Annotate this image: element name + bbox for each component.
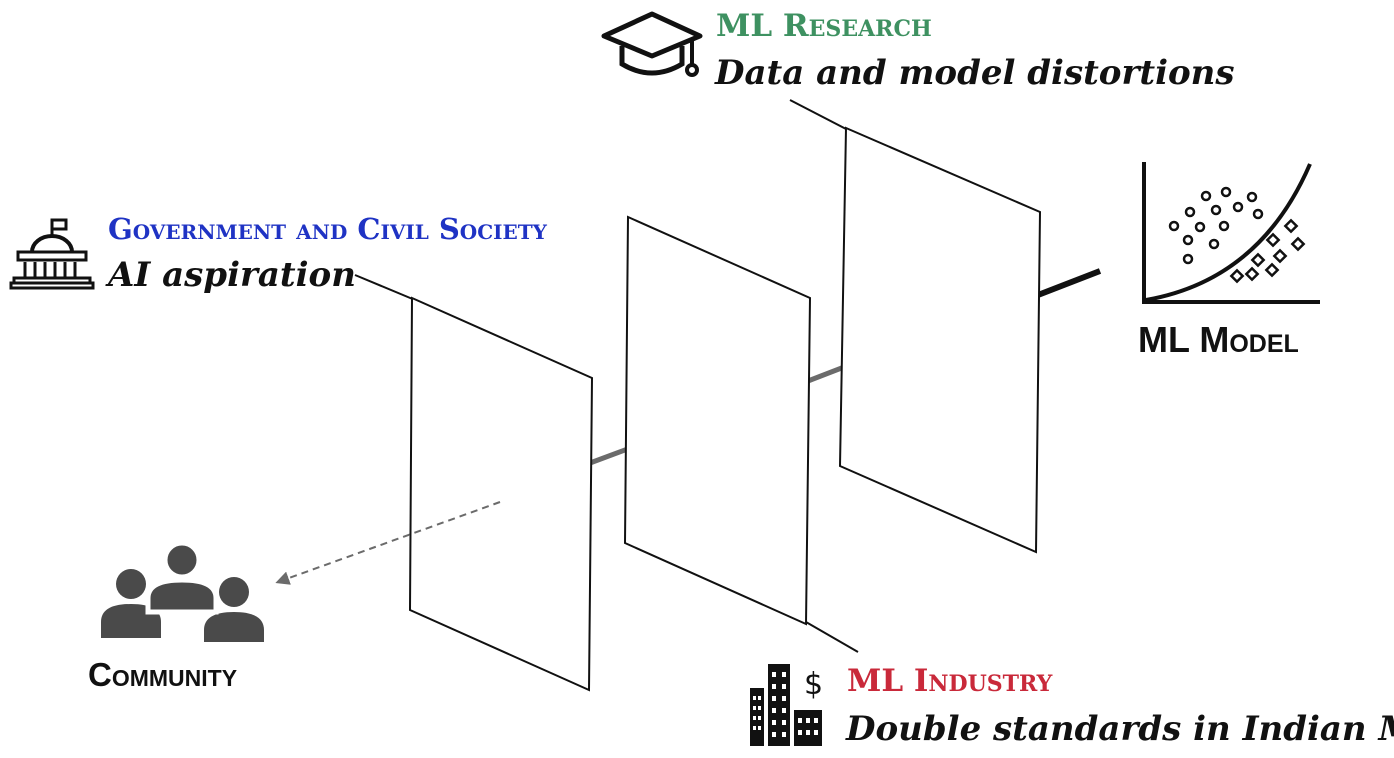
industry-plane	[623, 215, 812, 626]
people-group-icon	[101, 540, 264, 642]
axis-segment-back	[1036, 268, 1102, 298]
research-subtitle: Data and model distortions	[715, 53, 1235, 93]
community-label: Community	[88, 656, 238, 693]
city-buildings-dollar-icon: $	[750, 664, 823, 746]
government-subtitle: AI aspiration	[108, 255, 356, 295]
government-leader-line	[354, 274, 416, 301]
scatter-plot-icon	[1142, 162, 1320, 304]
svg-text:$: $	[804, 667, 823, 702]
government-heading: Government and Civil Society	[108, 212, 547, 246]
industry-heading: ML Industry	[847, 663, 1053, 699]
government-plane	[408, 296, 594, 692]
graduation-cap-icon	[601, 11, 703, 77]
research-heading: ML Research	[716, 8, 932, 44]
research-plane	[838, 126, 1042, 554]
model-label: ML Model	[1138, 319, 1299, 360]
industry-subtitle: Double standards in Indian ML	[846, 709, 1394, 749]
research-leader-line	[789, 99, 849, 131]
community-dashed-arrow	[275, 501, 501, 585]
industry-leader-line	[805, 621, 859, 653]
government-building-icon	[9, 218, 95, 290]
